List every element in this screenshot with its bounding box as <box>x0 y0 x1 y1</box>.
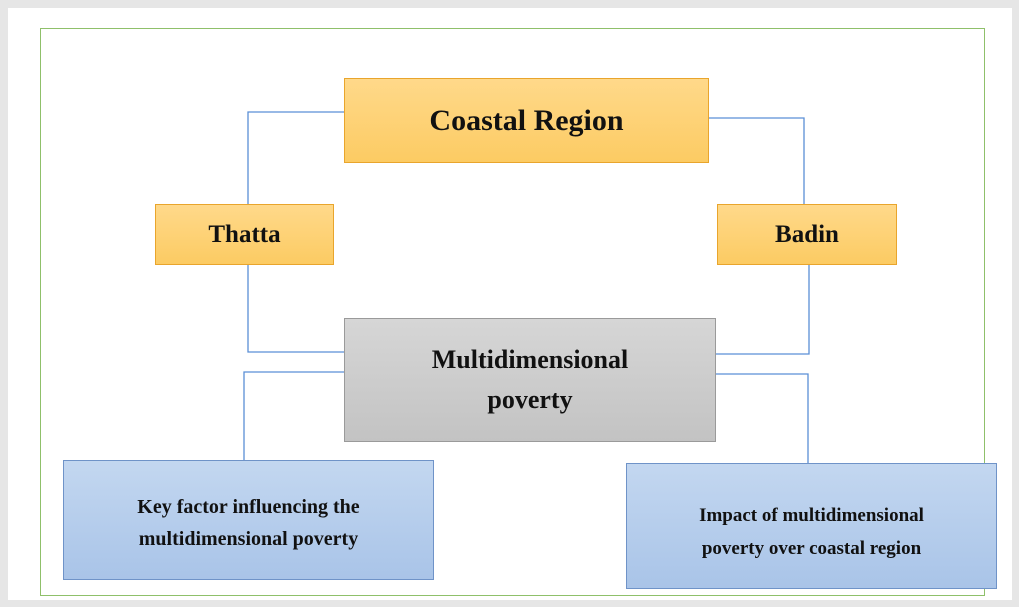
connector-coastal-badin <box>709 117 805 204</box>
connector-badin-poverty <box>716 265 810 355</box>
badin-node: Badin <box>717 204 897 265</box>
badin-label: Badin <box>775 220 839 248</box>
connector-poverty-keyfactor <box>243 371 344 460</box>
thatta-label: Thatta <box>208 220 281 248</box>
connector-coastal-thatta <box>247 111 344 204</box>
multidimensional-poverty-label: Multidimensional poverty <box>431 344 629 414</box>
multidimensional-poverty-node: Multidimensional poverty <box>344 318 716 442</box>
coastal-region-label: Coastal Region <box>429 103 624 137</box>
key-factor-node: Key factor influencing the multidimensio… <box>63 460 434 580</box>
key-factor-label: Key factor influencing the multidimensio… <box>137 496 360 550</box>
connector-poverty-impact <box>716 373 809 463</box>
impact-label: Impact of multidimensional poverty over … <box>699 504 924 559</box>
connector-thatta-poverty <box>247 265 344 353</box>
thatta-node: Thatta <box>155 204 334 265</box>
impact-node: Impact of multidimensional poverty over … <box>626 463 997 589</box>
coastal-region-node: Coastal Region <box>344 78 709 163</box>
